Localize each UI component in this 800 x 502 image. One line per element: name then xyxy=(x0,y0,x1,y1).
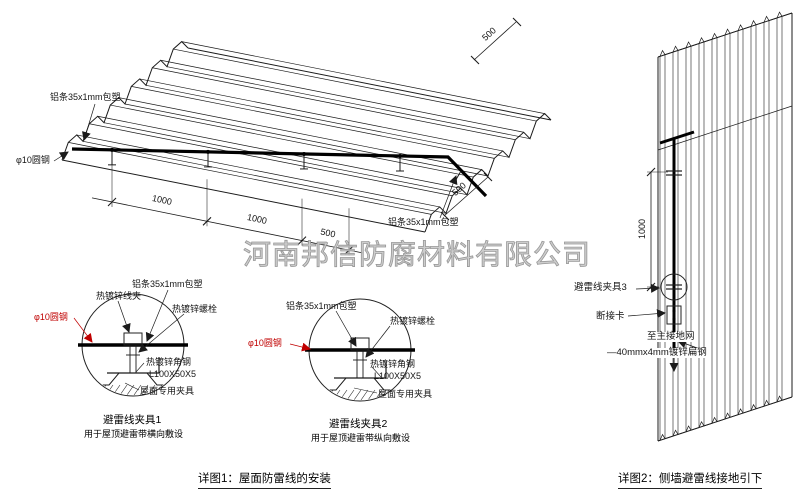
label-c1-wire-clip: 热镀锌线夹 xyxy=(96,291,142,301)
label-c2-round-steel: φ10圆钢 xyxy=(248,338,282,348)
label-c1-strip: 铝条35x1mm包塑 xyxy=(132,279,203,289)
label-wall-clamp3: 避雷线夹具3 xyxy=(574,282,627,293)
clamp-detail-1-drawing xyxy=(73,289,188,397)
label-wall-flat-steel: —40mmx4mm镀锌扁钢 xyxy=(606,347,708,359)
label-c1-angle-steel: 热镀锌角钢 xyxy=(146,357,192,367)
wall-elevation-drawing xyxy=(627,11,793,442)
label-c1-roof-clamp: 屋面专用夹具 xyxy=(140,386,195,396)
clamp1-title: 避雷线夹具1 xyxy=(103,414,162,426)
roof-isometric-view xyxy=(61,40,552,233)
label-c2-angle-size: L100X50X5 xyxy=(374,371,422,381)
roof-dimension-lines xyxy=(53,17,522,256)
caption-detail-2: 详图2：侧墙避雷线接地引下 xyxy=(618,470,763,489)
label-c1-angle-size: L100X50X5 xyxy=(149,369,197,379)
clamp-detail-2-drawing xyxy=(289,298,415,402)
label-aluminum-strip-right: 铝条35x1mm包塑 xyxy=(388,217,459,227)
label-wall-to-ground: 至主接地网 xyxy=(646,331,696,343)
label-c2-roof-clamp: 屋面专用夹具 xyxy=(378,389,433,399)
dim-wall-spacing: 1000 xyxy=(637,218,647,240)
label-c2-angle-steel: 热镀锌角钢 xyxy=(370,359,416,369)
clamp1-subtitle: 用于屋顶避雷带横向敷设 xyxy=(84,429,184,439)
label-c1-bolt: 热镀锌螺栓 xyxy=(172,304,218,314)
label-c1-round-steel: φ10圆钢 xyxy=(34,312,68,322)
label-c2-strip: 铝条35x1mm包塑 xyxy=(286,301,357,311)
clamp2-title: 避雷线夹具2 xyxy=(329,418,388,430)
caption-detail-1: 详图1：屋面防雷线的安装 xyxy=(198,470,331,489)
label-round-steel-main: φ10圆钢 xyxy=(16,155,50,165)
clamp2-subtitle: 用于屋顶避雷带纵向敷设 xyxy=(311,433,411,443)
label-aluminum-strip-top: 铝条35x1mm包塑 xyxy=(50,92,121,102)
label-c2-bolt: 热镀锌螺栓 xyxy=(390,316,436,326)
label-wall-disconnect: 断接卡 xyxy=(596,311,625,322)
